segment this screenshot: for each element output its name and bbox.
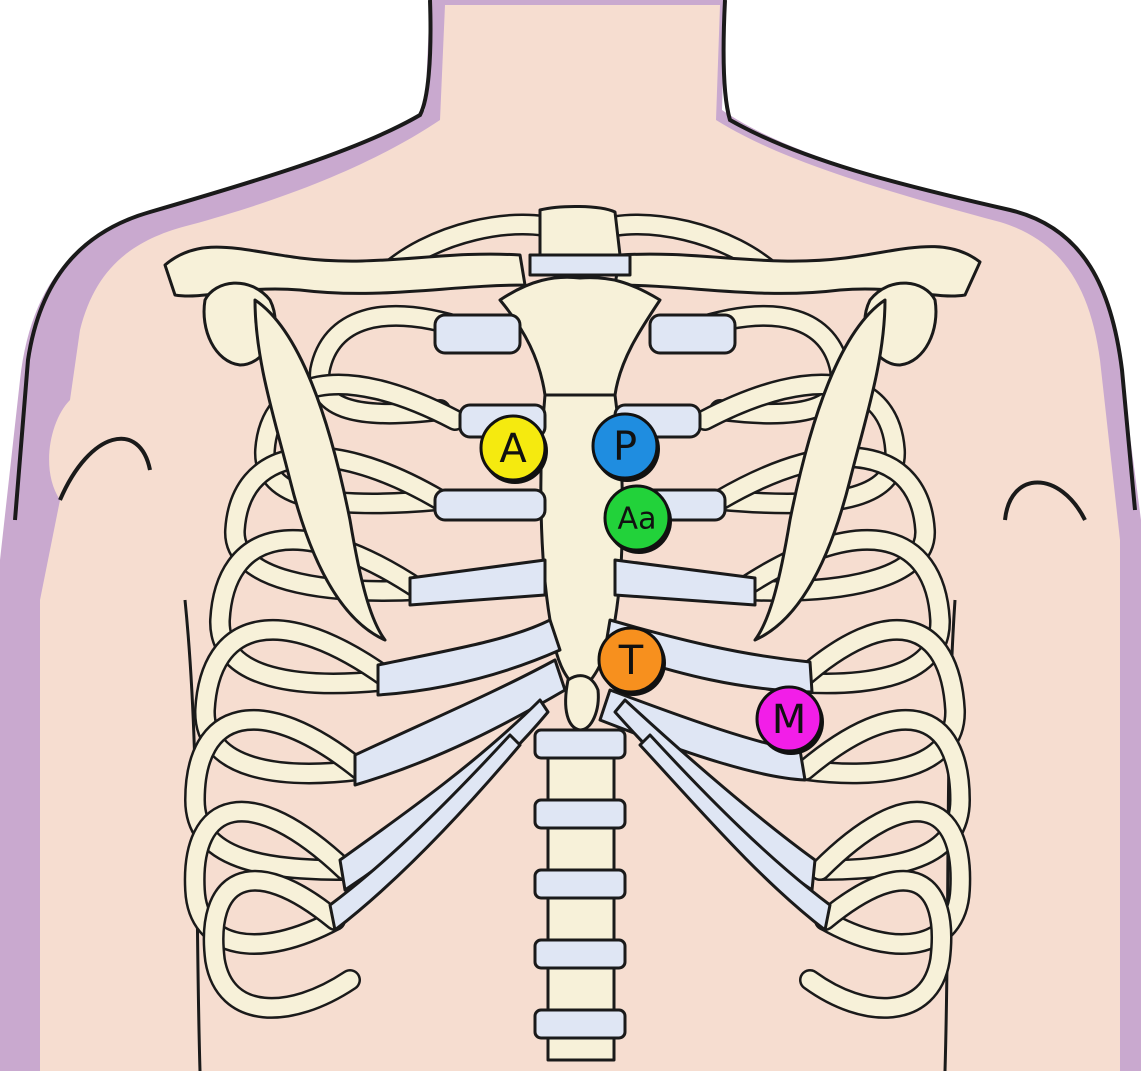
sternal-notch-cartilage	[530, 255, 630, 275]
xiphoid	[566, 676, 599, 730]
marker-label-aortic: A	[499, 426, 527, 472]
spine	[535, 730, 625, 1060]
vertebra-1	[535, 730, 625, 758]
vertebra-5	[535, 1010, 625, 1038]
marker-label-mitral: M	[772, 697, 807, 743]
marker-label-tricuspid: T	[618, 638, 644, 684]
marker-label-pulmonic: P	[613, 424, 637, 470]
cartilage-right-1	[650, 315, 735, 353]
marker-label-accessory-aortic: Aa	[618, 502, 657, 537]
vertebra-4	[535, 940, 625, 968]
manubrium	[540, 206, 620, 255]
vertebra-2	[535, 800, 625, 828]
vertebra-3	[535, 870, 625, 898]
cartilage-left-3	[435, 490, 545, 520]
cartilage-left-1	[435, 315, 520, 353]
